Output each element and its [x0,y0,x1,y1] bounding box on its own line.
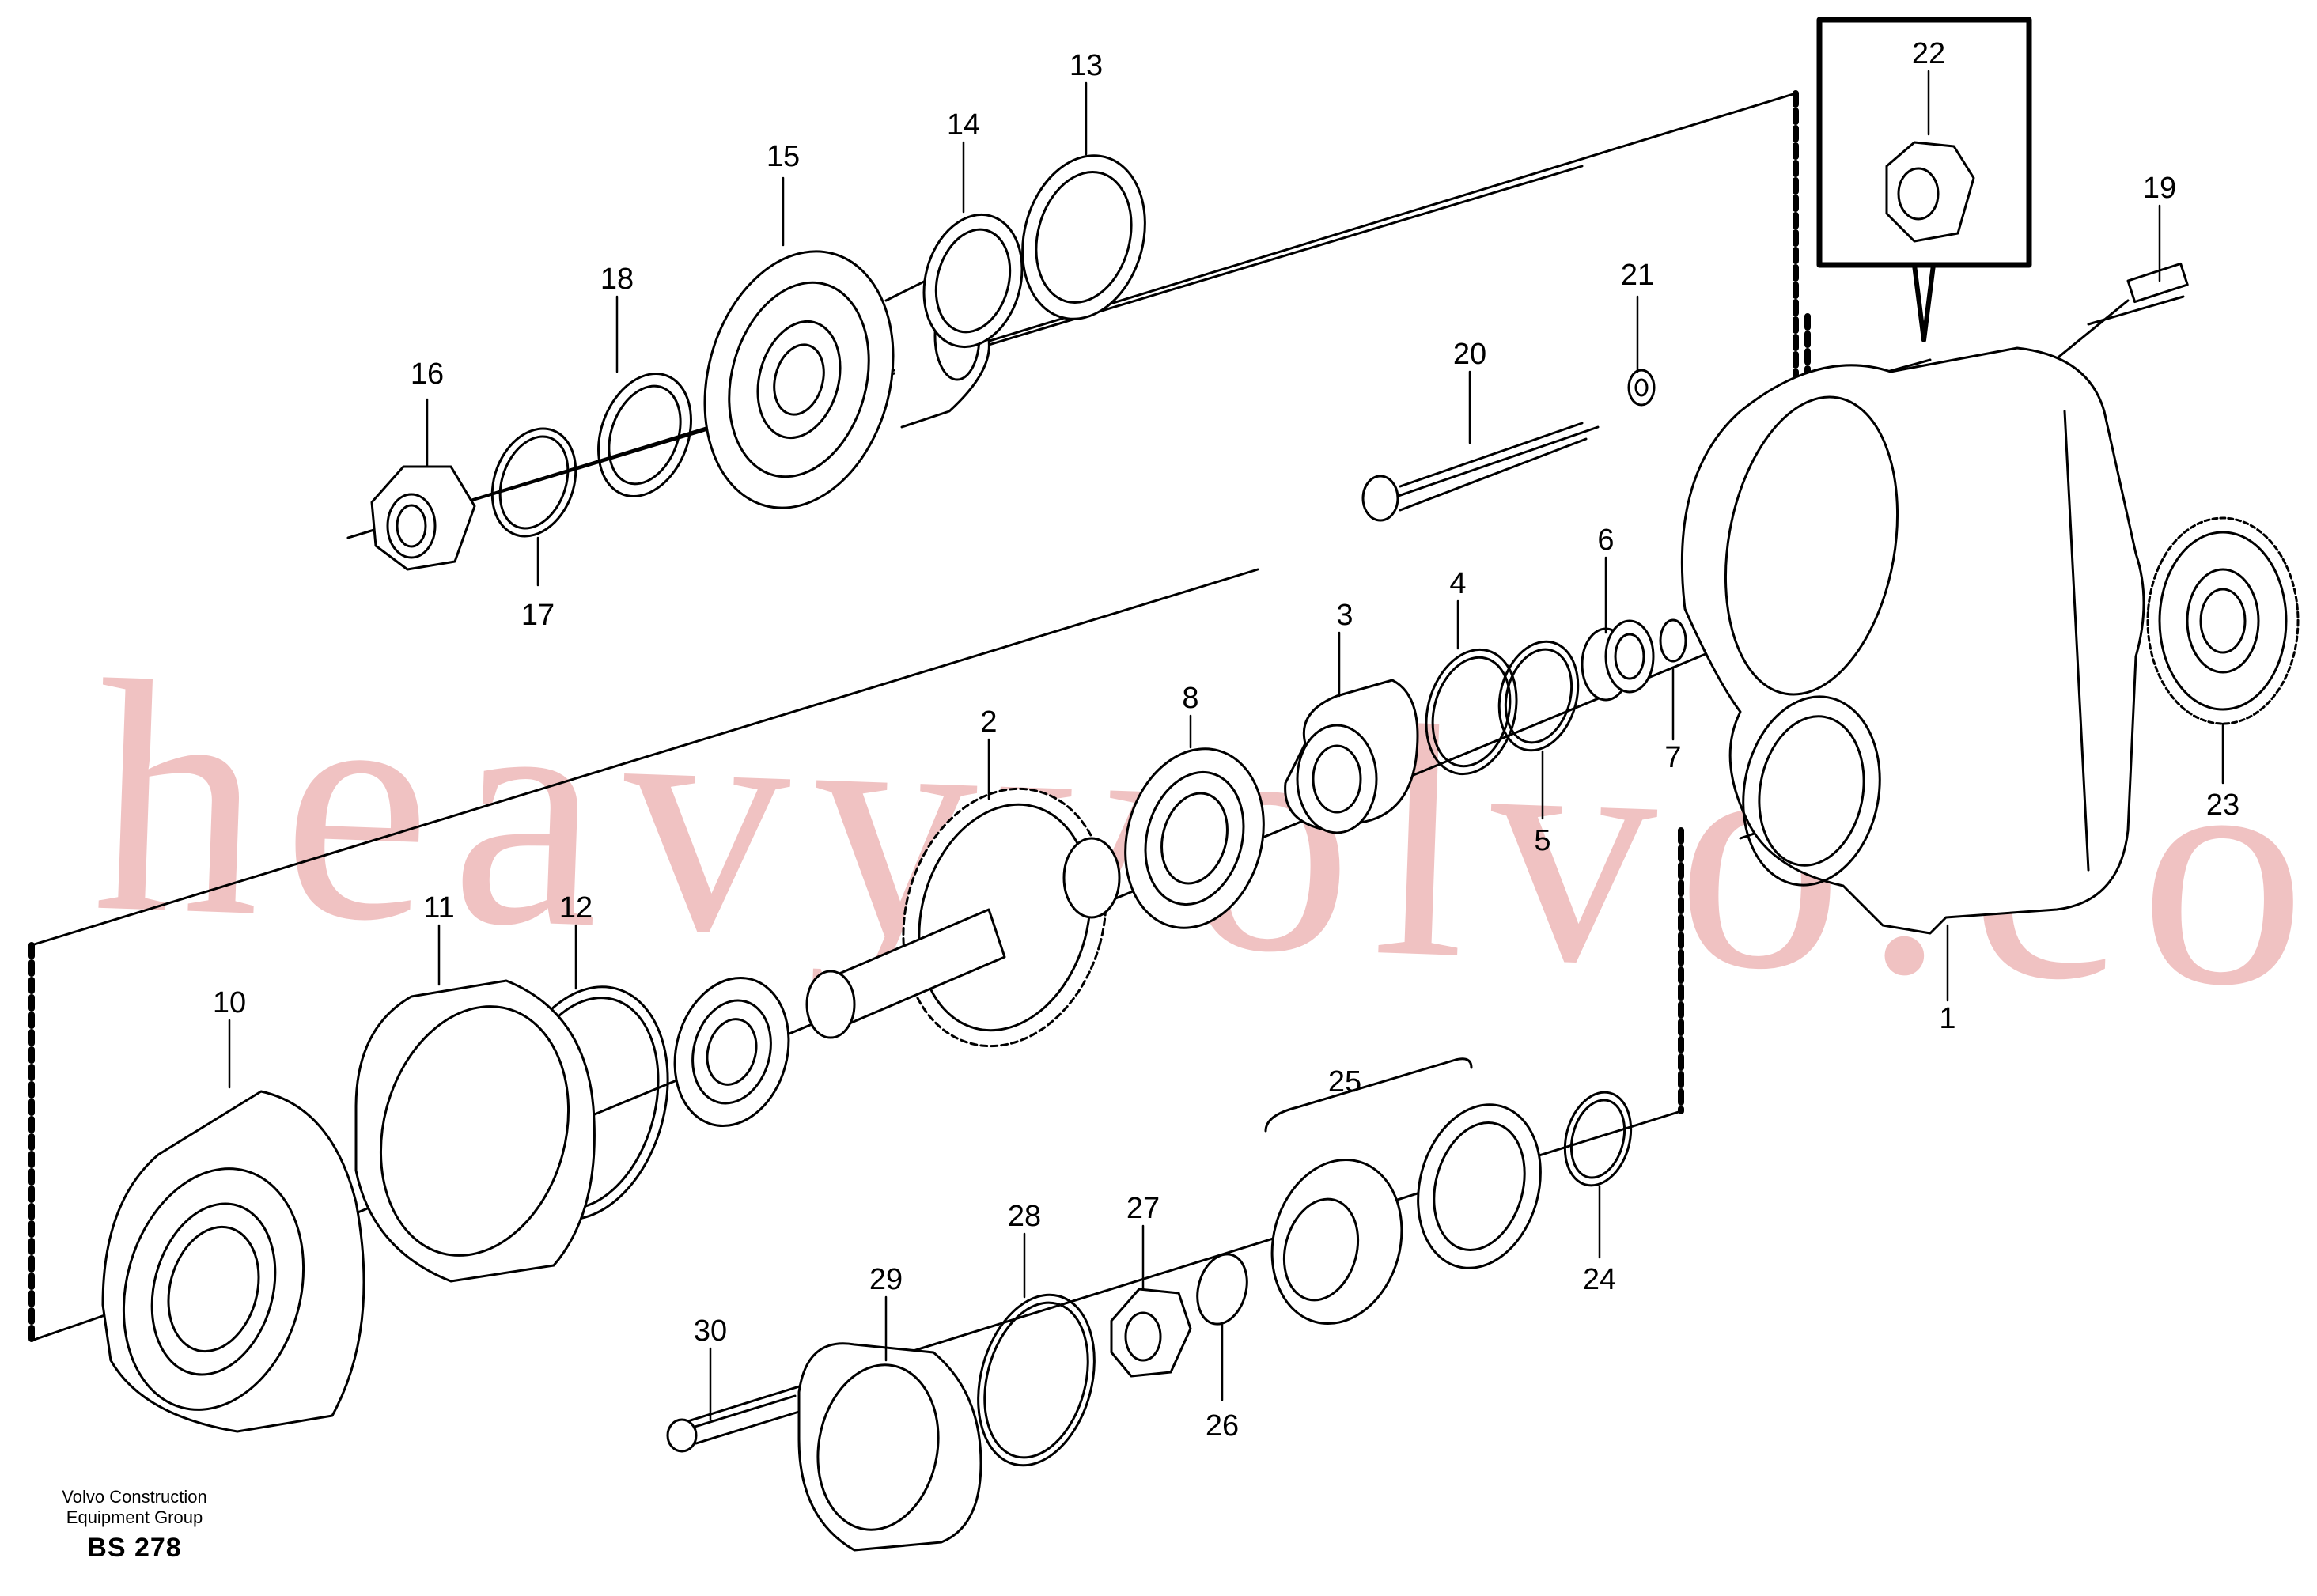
circlip-26 [1196,1253,1248,1326]
callout-19: 19 [2143,172,2176,205]
leader-lines [228,70,2224,1421]
callout-12: 12 [559,891,593,925]
bolt-30 [666,1394,801,1453]
bearing-8 [1124,747,1265,929]
footer-credit-line2: Equipment Group [66,1507,203,1527]
seal-14 [922,213,1024,349]
callout-23: 23 [2206,789,2239,822]
callout-17: 17 [521,599,555,632]
gear-shaft-2 [805,787,1121,1048]
callout-15: 15 [767,140,800,173]
callout-18: 18 [600,263,634,296]
pin-19 [2126,262,2189,304]
callout-8: 8 [1182,682,1198,715]
callout-5: 5 [1534,824,1550,857]
callout-1: 1 [1939,1002,1955,1035]
callout-16: 16 [411,357,444,391]
callout-2: 2 [980,705,997,739]
end-cap-29 [797,1342,982,1552]
washer-21 [1627,369,1656,407]
callout-6: 6 [1597,524,1614,557]
circlip-7 [1659,618,1687,663]
housing-1 [1680,346,2145,935]
callout-3: 3 [1336,599,1353,632]
callout-11: 11 [423,891,454,925]
callout-25: 25 [1328,1065,1361,1099]
nut-27 [1110,1288,1192,1378]
gear-23 [2146,516,2300,725]
lock-washer-18 [597,373,692,497]
cover-10 [101,1090,365,1433]
callout-13: 13 [1070,49,1103,82]
needle-bearing-6 [1581,619,1655,702]
gasket-11 [354,979,596,1283]
callout-26: 26 [1206,1409,1239,1443]
tapered-bearing-25 [1264,1057,1542,1326]
callout-labels: 16 17 18 15 14 13 20 21 22 19 3 4 6 7 5 … [213,37,2239,1443]
bearing-near-12 [673,976,790,1128]
callout-27: 27 [1126,1192,1160,1225]
footer-credit-line1: Volvo Construction [62,1487,207,1507]
detail-box-22 [1816,17,2032,342]
callout-24: 24 [1583,1263,1616,1296]
callout-29: 29 [869,1263,903,1296]
callout-7: 7 [1664,741,1681,774]
callout-22: 22 [1912,37,1945,70]
callout-28: 28 [1008,1200,1041,1233]
nut-16 [370,465,476,571]
bolt-20 [1361,422,1588,522]
diagram-code: BS 278 [87,1533,182,1563]
callout-10: 10 [213,986,246,1019]
seal-ring-13 [1021,154,1146,320]
callout-21: 21 [1621,259,1654,292]
o-ring-4 [1425,648,1518,776]
callout-14: 14 [947,108,980,142]
circlip-17 [490,427,577,538]
circlip-5 [1497,640,1580,752]
circlip-24 [1563,1091,1633,1187]
callout-30: 30 [694,1314,727,1348]
callout-20: 20 [1453,338,1486,371]
o-ring-28 [977,1293,1096,1467]
coupling-3 [1284,679,1419,834]
callout-4: 4 [1449,567,1466,600]
